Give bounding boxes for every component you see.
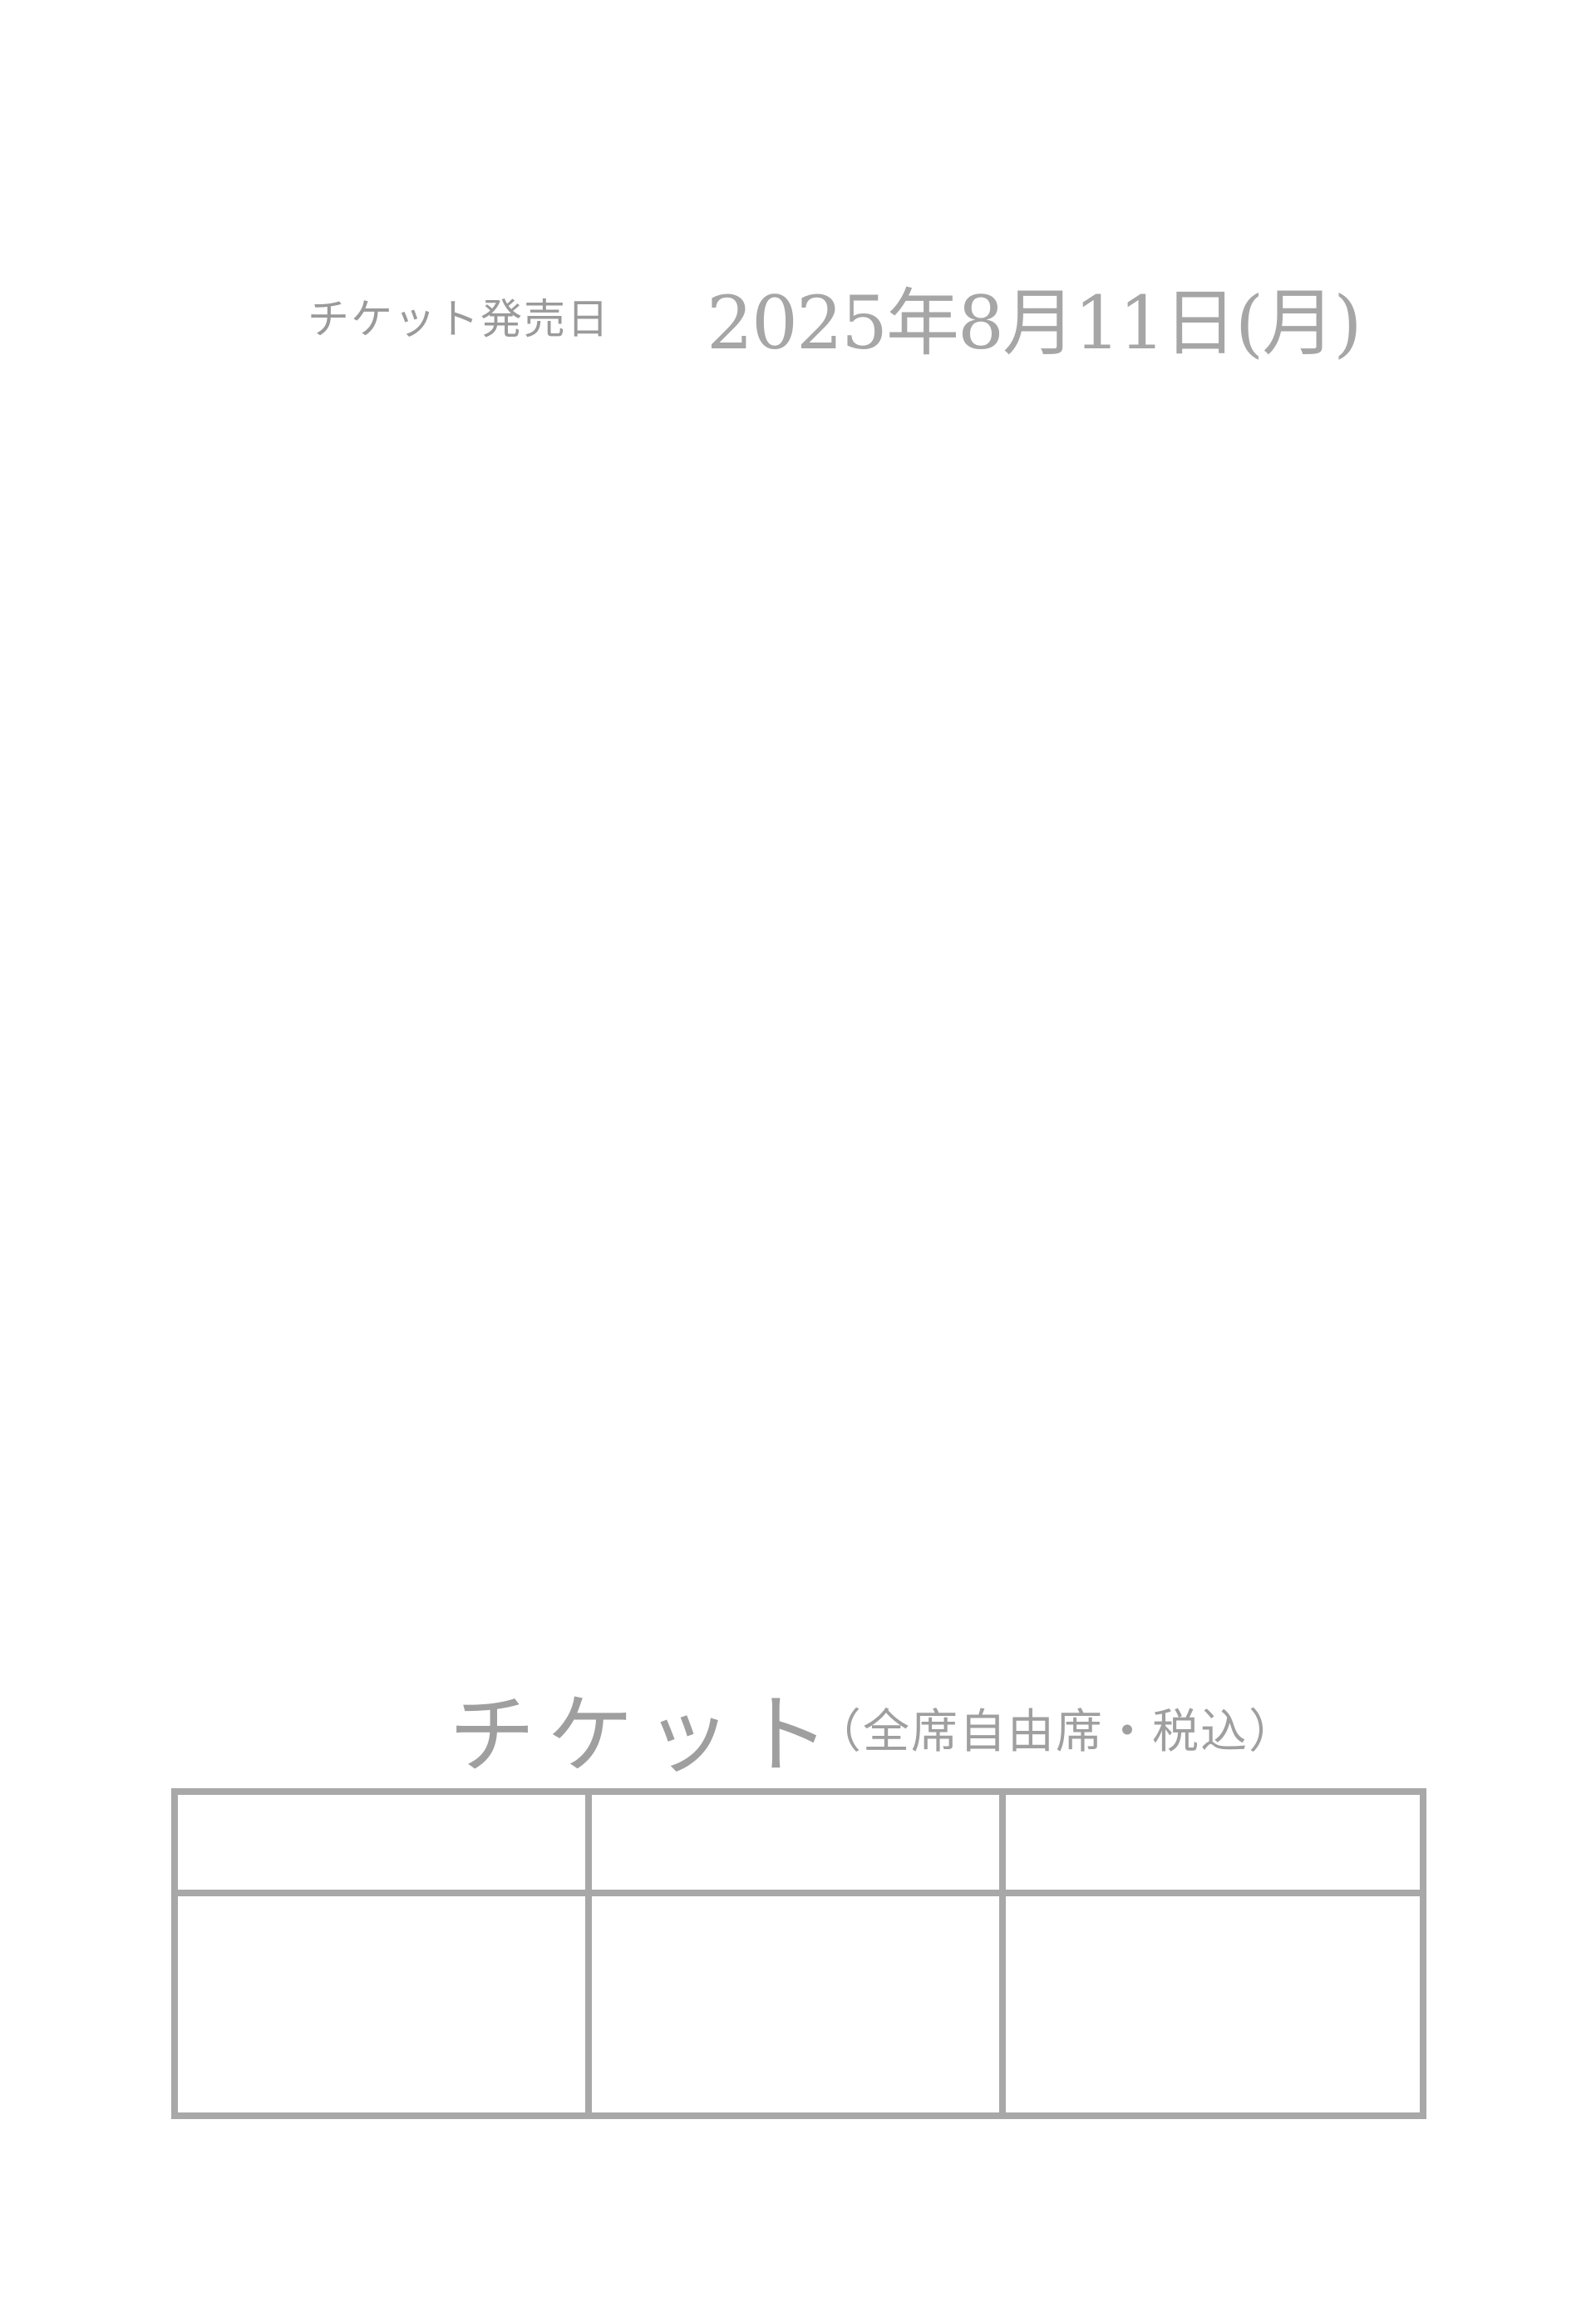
ticket-title: チケット: [449, 1684, 842, 1786]
table-cell: [1006, 1896, 1420, 2112]
table-header-cell: [592, 1795, 1006, 1896]
release-date-row: チケット発売日 2025年8月11日(月): [308, 264, 1362, 366]
table-cell: [178, 1896, 592, 2112]
release-date-label: チケット発売日: [308, 295, 610, 343]
release-date-value: 2025年8月11日(月): [707, 280, 1362, 366]
ticket-price-table: [171, 1788, 1426, 2119]
table-header-cell: [1006, 1795, 1420, 1896]
ticket-note: （全席自由席・税込）: [815, 1705, 1297, 1759]
table-header-cell: [178, 1795, 592, 1896]
ticket-heading: チケット （全席自由席・税込）: [449, 1664, 1363, 1786]
table-cell: [592, 1896, 1006, 2112]
